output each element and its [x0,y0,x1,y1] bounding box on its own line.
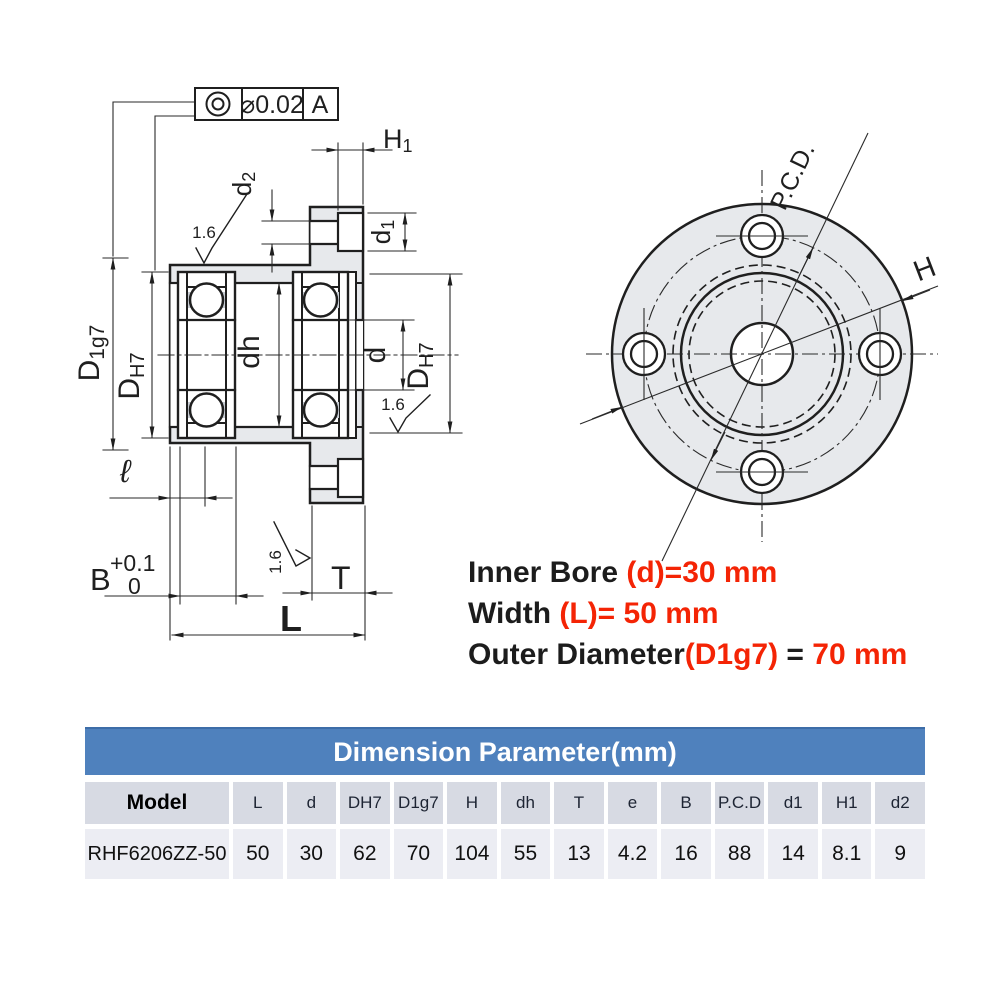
roughness-mark-bottom [273,521,312,567]
tolerance-frame: ⌀0.02 A [112,87,339,271]
cell-T: 13 [554,829,604,879]
annotation-line-outer-diameter: Outer Diameter(D1g7) = 70 mm [468,638,908,671]
label-d1: d1 [366,220,398,244]
roughness-mark-right [389,394,431,434]
bearing-right [291,270,350,440]
label-h: H [909,251,940,288]
pcd-dimension [661,132,869,562]
column-header-D1g7: D1g7 [393,782,444,824]
bolt-hole-ticks [643,235,881,473]
label-roughness-top: 1.6 [192,223,216,242]
roughness-mark-top [195,193,248,265]
label-dh7-left: DH7 [113,352,149,399]
flange-front-view: P.C.D. H [579,132,940,562]
cell-DH7: 62 [340,829,390,879]
cell-e: 4.2 [607,829,658,879]
column-header-H: H [447,782,497,824]
column-header-H1: H1 [821,782,872,824]
label-l: L [280,598,302,639]
ball-top-right [302,282,339,318]
cell-model: RHF6206ZZ-50 [85,829,229,879]
label-t: T [331,560,351,596]
cell-B: 16 [661,829,711,879]
label-ell: ℓ [119,453,132,489]
tolerance-datum: A [312,91,329,119]
annotation-line-width: Width (L)= 50 mm [468,597,719,630]
column-header-d: d [286,782,337,824]
label-roughness-right: 1.6 [381,395,405,414]
annotation-block: Inner Bore (d)=30 mm Width (L)= 50 mm Ou… [468,552,907,675]
cell-d1: 14 [768,829,818,879]
cell-d2: 9 [875,829,925,879]
column-header-dh: dh [500,782,551,824]
label-b-tol-lower: 0 [128,573,141,599]
column-header-d2: d2 [875,782,925,824]
label-dh: dh [233,335,266,368]
ball-top-left [188,282,225,318]
column-header-DH7: DH7 [340,782,390,824]
cell-L: 50 [233,829,283,879]
label-d2: d2 [227,172,259,196]
label-d: d [359,347,392,364]
dimension-table: Dimension Parameter(mm) Model L d DH7 D1… [85,727,925,879]
annotation-line-inner-bore: Inner Bore (d)=30 mm [468,556,778,589]
cell-dh: 55 [500,829,551,879]
column-header-PCD: P.C.D [714,782,765,824]
label-pcd: P.C.D. [765,139,821,215]
table-header-row: Model L d DH7 D1g7 H dh T e B P.C.D d1 H… [85,782,925,824]
section-view: ⌀0.02 A [73,87,463,641]
label-roughness-bottom: 1.6 [266,550,285,574]
cell-H: 104 [447,829,497,879]
label-d1g7: D1g7 [73,325,109,382]
label-h1: H1 [383,124,413,156]
column-header-model: Model [85,782,229,824]
cell-H1: 8.1 [821,829,872,879]
cell-d: 30 [286,829,337,879]
cell-D1g7: 70 [393,829,444,879]
dimension-lines [102,142,463,641]
concentricity-icon [205,91,231,117]
table-data-row: RHF6206ZZ-50 50 30 62 70 104 55 13 4.2 1… [85,829,925,879]
tolerance-value: ⌀0.02 [240,91,304,119]
roughness-symbols [195,193,431,567]
flange-bolt-hole-bottom [308,457,365,499]
cell-PCD: 88 [714,829,765,879]
column-header-B: B [661,782,711,824]
label-b: B [90,562,111,597]
h-dimension [579,285,939,425]
column-header-e: e [607,782,658,824]
ball-bottom-left [188,392,225,428]
label-b-tol-upper: +0.1 [110,550,155,576]
ball-bottom-right [302,392,339,428]
table-title: Dimension Parameter(mm) [85,727,925,775]
column-header-L: L [233,782,283,824]
flange-bolt-hole-top [308,211,365,253]
label-dh7-right: DH7 [402,342,438,389]
column-header-T: T [554,782,604,824]
column-header-d1: d1 [768,782,818,824]
